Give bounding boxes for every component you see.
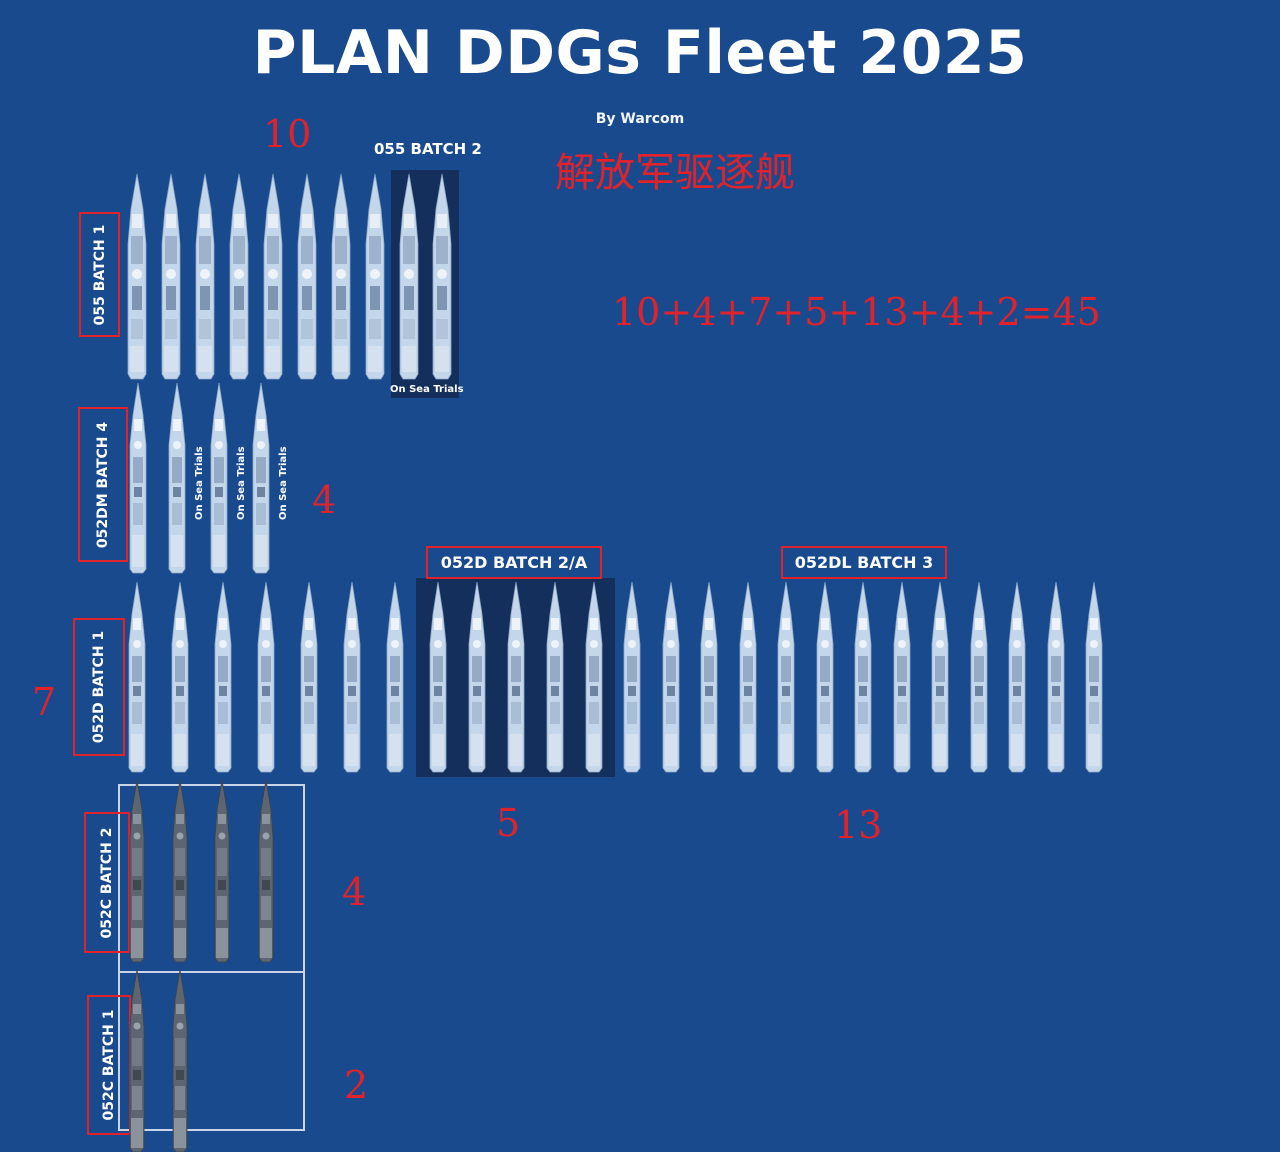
group-label-052c-batch1: 052C BATCH 1 bbox=[87, 995, 131, 1135]
ship-052dl bbox=[816, 581, 834, 773]
sea-trials-052dm-3: On Sea Trials bbox=[278, 446, 289, 520]
chinese-label: 解放军驱逐舰 bbox=[555, 150, 795, 196]
ship-052d-2a bbox=[507, 581, 525, 773]
group-label-055-batch1: 055 BATCH 1 bbox=[79, 212, 120, 337]
count-equation: 10+4+7+5+13+4+2=45 bbox=[612, 290, 1101, 334]
ship-055 bbox=[331, 173, 351, 380]
ship-055 bbox=[297, 173, 317, 380]
ship-052c bbox=[172, 969, 188, 1152]
ship-052d-2a bbox=[585, 581, 603, 773]
ship-052c bbox=[172, 779, 188, 963]
count-052dl-batch3: 13 bbox=[834, 803, 883, 847]
group-label-055-batch1-text: 055 BATCH 1 bbox=[91, 224, 108, 325]
count-052d-batch1: 7 bbox=[32, 680, 57, 724]
ship-055 bbox=[365, 173, 385, 380]
group-label-052d-batch1: 052D BATCH 1 bbox=[73, 618, 125, 756]
ship-052dl bbox=[739, 581, 757, 773]
group-header-052d-batch2a: 052D BATCH 2/A bbox=[426, 546, 602, 579]
count-055-batch1: 10 bbox=[263, 112, 312, 156]
byline: By Warcom bbox=[595, 111, 685, 127]
frame-052c-batch2 bbox=[118, 784, 305, 973]
ship-055 bbox=[161, 173, 181, 380]
count-052d-batch2a: 5 bbox=[496, 801, 521, 845]
ship-052dm bbox=[168, 382, 186, 574]
ship-052c bbox=[214, 779, 230, 963]
group-label-052c-batch1-text: 052C BATCH 1 bbox=[101, 1009, 117, 1121]
group-label-052dm-batch4-text: 052DM BATCH 4 bbox=[95, 421, 111, 548]
ship-052d bbox=[257, 581, 275, 773]
ship-055 bbox=[432, 173, 452, 380]
ship-052d bbox=[171, 581, 189, 773]
group-label-052dm-batch4: 052DM BATCH 4 bbox=[78, 407, 128, 562]
ship-052dm bbox=[129, 382, 147, 574]
ship-055 bbox=[127, 173, 147, 380]
ship-052dl bbox=[893, 581, 911, 773]
group-label-052c-batch2-text: 052C BATCH 2 bbox=[99, 827, 115, 938]
count-052c-batch2: 4 bbox=[342, 870, 367, 914]
ship-052dl bbox=[662, 581, 680, 773]
ship-052d-2a bbox=[546, 581, 564, 773]
ship-052dl bbox=[777, 581, 795, 773]
ship-052d bbox=[300, 581, 318, 773]
group-label-052d-batch1-text: 052D BATCH 1 bbox=[91, 630, 107, 744]
ship-052dl bbox=[623, 581, 641, 773]
ship-052dl bbox=[970, 581, 988, 773]
sea-trials-055: On Sea Trials bbox=[390, 384, 464, 395]
ship-052dm bbox=[210, 382, 228, 574]
ship-052c bbox=[129, 779, 145, 963]
ship-052d bbox=[128, 581, 146, 773]
ship-055 bbox=[195, 173, 215, 380]
ship-052d-2a bbox=[429, 581, 447, 773]
ship-052dl bbox=[854, 581, 872, 773]
ship-052dm bbox=[252, 382, 270, 574]
group-label-052c-batch2: 052C BATCH 2 bbox=[84, 812, 130, 953]
count-052dm-batch4: 4 bbox=[312, 478, 337, 522]
ship-055 bbox=[399, 173, 419, 380]
count-052c-batch1: 2 bbox=[344, 1063, 369, 1107]
ship-055 bbox=[229, 173, 249, 380]
ship-052dl bbox=[1008, 581, 1026, 773]
page-title: PLAN DDGs Fleet 2025 bbox=[252, 18, 1028, 88]
ship-052d bbox=[343, 581, 361, 773]
ship-052d bbox=[214, 581, 232, 773]
ship-052d-2a bbox=[468, 581, 486, 773]
ship-052c bbox=[258, 779, 274, 963]
group-header-055-batch2: 055 BATCH 2 bbox=[374, 140, 482, 158]
ship-055 bbox=[263, 173, 283, 380]
sea-trials-052dm-1: On Sea Trials bbox=[194, 446, 205, 520]
frame-052c-batch1 bbox=[118, 971, 305, 1131]
sea-trials-052dm-2: On Sea Trials bbox=[236, 446, 247, 520]
ship-052dl bbox=[931, 581, 949, 773]
ship-052c bbox=[129, 969, 145, 1152]
ship-052dl bbox=[700, 581, 718, 773]
ship-052dl bbox=[1047, 581, 1065, 773]
group-header-052dl-batch3: 052DL BATCH 3 bbox=[781, 546, 947, 579]
ship-052dl bbox=[1085, 581, 1103, 773]
ship-052d bbox=[386, 581, 404, 773]
